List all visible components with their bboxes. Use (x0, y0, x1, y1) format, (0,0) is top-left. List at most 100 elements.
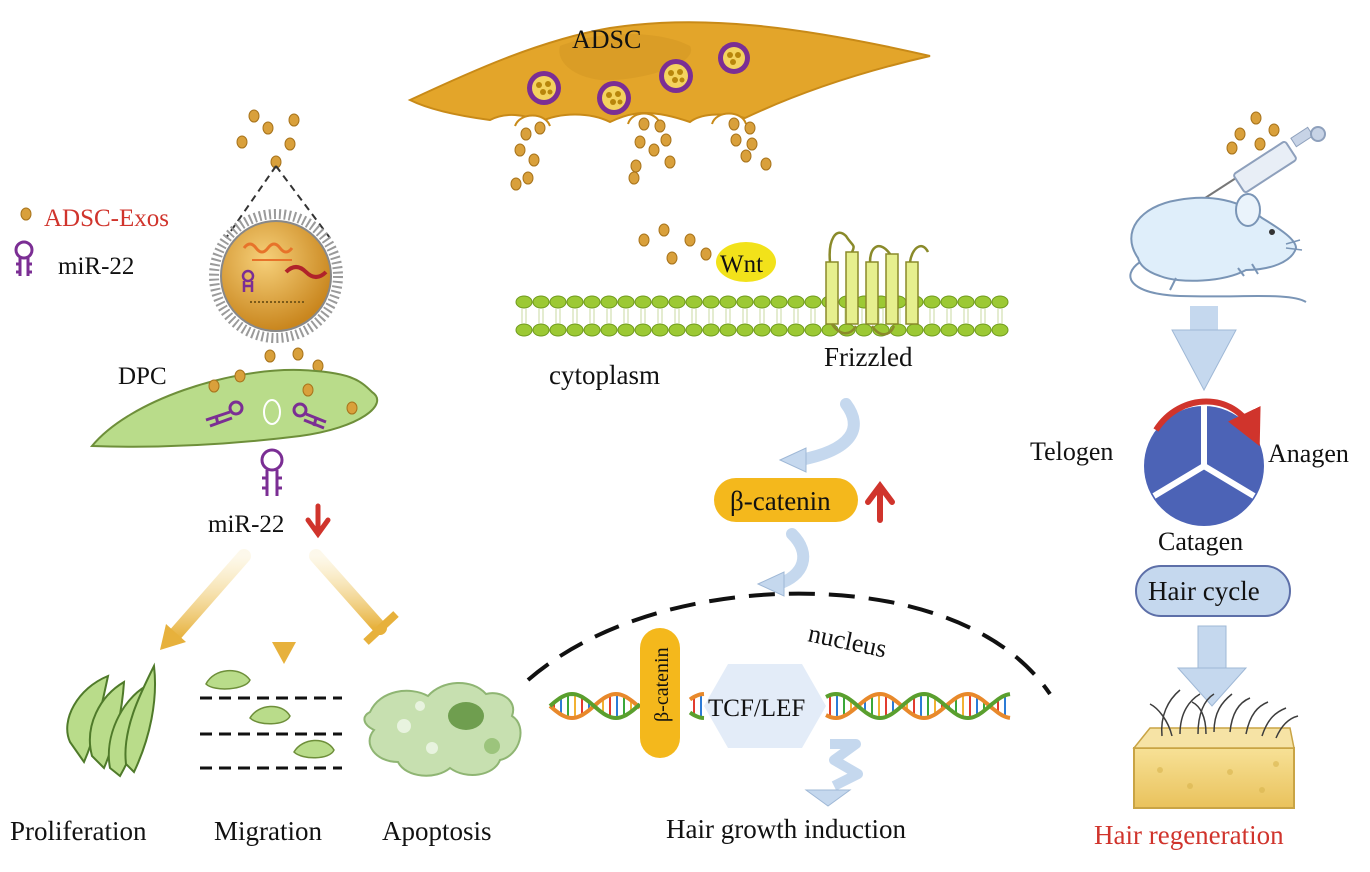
lipid-head (940, 295, 958, 309)
mirna-hairpin-icon (292, 402, 327, 430)
mir22-down: miR-22 (208, 448, 331, 539)
migration-cells (200, 670, 342, 770)
apoptosis-cell (363, 681, 522, 777)
exosome-icon (20, 207, 32, 221)
lipid-head (923, 323, 941, 337)
lipid-tail (674, 308, 680, 324)
wnt-label: Wnt (720, 251, 763, 278)
lipid-head (532, 295, 550, 309)
lipid-head (566, 323, 584, 337)
hair-regeneration-label: Hair regeneration (1094, 820, 1284, 850)
mir22-label: miR-22 (208, 511, 284, 538)
nucleus-label: nucleus (806, 619, 890, 664)
legend: ADSC-Exos miR-22 (14, 205, 169, 280)
frizzled-label: Frizzled (824, 342, 913, 372)
exosome-uptake (209, 109, 343, 373)
lipid-head (515, 295, 533, 309)
lipid-tail (708, 308, 714, 324)
lipid-head (719, 323, 737, 337)
lipid-head (906, 323, 924, 337)
lipid-head (736, 295, 754, 309)
dpc-cell: DPC (89, 363, 379, 448)
injected-exosomes (1226, 111, 1280, 155)
dpc-label: DPC (118, 363, 167, 390)
multivesicular-body (718, 42, 750, 74)
lipid-tail (640, 308, 646, 324)
nuclear-envelope (526, 591, 1052, 696)
lipid-tail (555, 308, 561, 324)
multivesicular-body (659, 59, 693, 93)
lipid-head (634, 295, 652, 309)
lipid-tail (776, 308, 782, 324)
lipid-head (685, 323, 703, 337)
lipid-head (753, 295, 771, 309)
frizzled-receptor (825, 231, 930, 336)
skin-with-hair (1132, 689, 1299, 809)
lipid-head (685, 295, 703, 309)
lipid-tail (929, 308, 935, 324)
hair-growth-label: Hair growth induction (666, 814, 906, 844)
lipid-head (787, 323, 805, 337)
lipid-head (736, 323, 754, 337)
lipid-head (940, 323, 958, 337)
up-arrow-icon (865, 481, 895, 523)
dna-strand (688, 710, 705, 720)
hair-cycle-wheel (1144, 398, 1264, 526)
lipid-head (651, 295, 669, 309)
lipid-head (957, 323, 975, 337)
mirna-hairpin-icon (14, 240, 34, 276)
lipid-head (600, 323, 618, 337)
dna-strand (825, 691, 1011, 721)
adsc-cell: ADSC (407, 21, 931, 127)
lipid-head (770, 295, 788, 309)
syringe-icon (1201, 126, 1326, 201)
lipid-head (957, 295, 975, 309)
legend-exos-label: ADSC-Exos (44, 205, 169, 232)
beta-catenin-nuclear (640, 628, 680, 758)
released-exosomes (510, 117, 772, 191)
hair-cycle-label: Hair cycle (1148, 576, 1260, 606)
lipid-tail (759, 308, 765, 324)
lipid-head (549, 295, 567, 309)
transcription-arrow (804, 739, 863, 807)
migration-label: Migration (214, 816, 322, 846)
hair-cycle-pill (1135, 565, 1291, 617)
mirna-hairpin-icon (205, 400, 244, 428)
lipid-tail (725, 308, 731, 324)
signal-curved-arrow (756, 528, 810, 597)
lipid-head (668, 295, 686, 309)
lipid-tail (963, 308, 969, 324)
lipid-head (532, 323, 550, 337)
down-arrow-icon (305, 503, 331, 539)
lipid-head (702, 323, 720, 337)
anagen-label: Anagen (1268, 439, 1349, 468)
lipid-head (923, 295, 941, 309)
lipid-head (991, 295, 1009, 309)
catagen-label: Catagen (1158, 527, 1243, 556)
legend-mir-label: miR-22 (58, 253, 134, 280)
lipid-head (991, 323, 1009, 337)
multivesicular-body (597, 81, 631, 115)
dna-strand (688, 692, 705, 702)
lipid-head (566, 295, 584, 309)
lipid-tail (997, 308, 1003, 324)
mirna-hairpin-icon (260, 448, 284, 496)
lipid-head (804, 295, 822, 309)
lipid-head (668, 323, 686, 337)
cycle-to-regen-arrow (1176, 625, 1248, 707)
lipid-tail (878, 308, 884, 324)
lipid-head (515, 323, 533, 337)
lipid-head (855, 323, 873, 337)
telogen-label: Telogen (1030, 437, 1113, 466)
mouse-to-cycle-arrow (1171, 306, 1237, 392)
lipid-tail (691, 308, 697, 324)
lipid-head (702, 295, 720, 309)
apoptosis-label: Apoptosis (382, 816, 492, 846)
effect-arrows (160, 549, 399, 664)
beta-catenin-pill (714, 478, 858, 522)
lipid-head (600, 295, 618, 309)
lipid-head (719, 295, 737, 309)
lipid-head (804, 323, 822, 337)
wnt-ligand (716, 242, 776, 282)
